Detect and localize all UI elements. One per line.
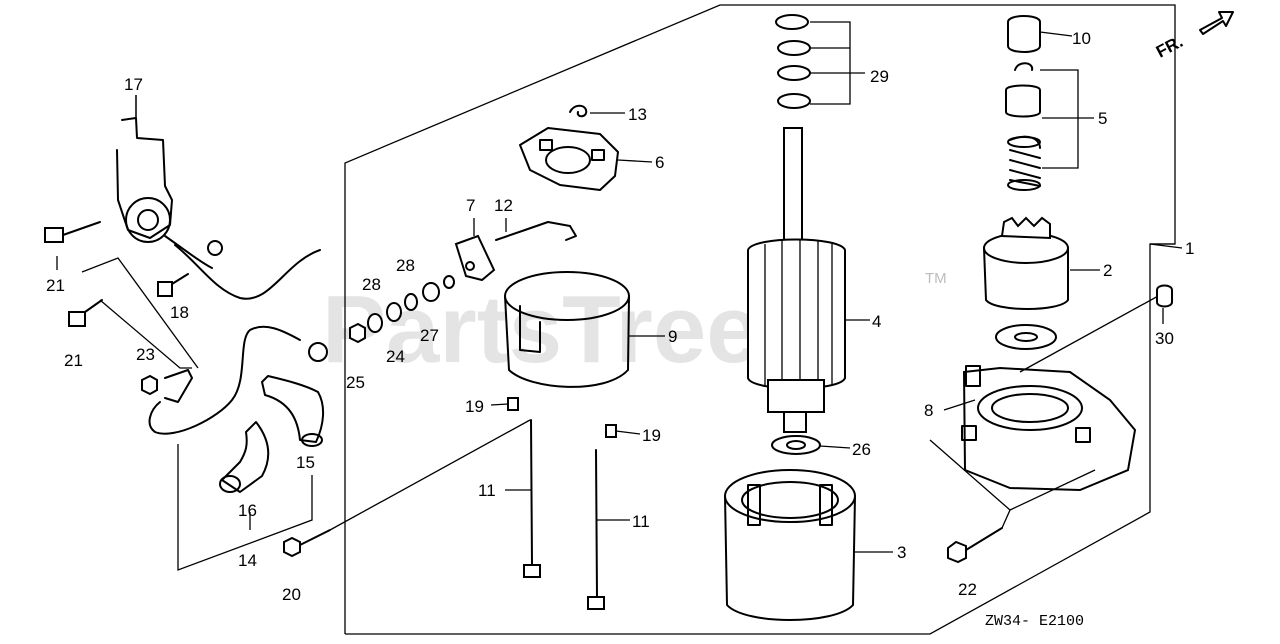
callout-19-left[interactable]: 19 (465, 397, 484, 416)
part-22-bolt[interactable] (947, 527, 1003, 564)
callout-5[interactable]: 5 (1098, 109, 1107, 128)
callout-6[interactable]: 6 (655, 153, 664, 172)
part-10-cap[interactable] (1007, 15, 1041, 53)
diagram-code: ZW34- E2100 (985, 613, 1084, 630)
part-3-yoke[interactable] (724, 469, 856, 621)
front-direction-arrow: FR. (1153, 11, 1234, 62)
part-19-screw-right[interactable] (605, 424, 617, 438)
callout-9[interactable]: 9 (668, 327, 677, 346)
part-21-bolt-lower[interactable] (68, 299, 103, 327)
part-18-bolt[interactable] (157, 273, 189, 297)
part-28-washer-a[interactable] (367, 313, 383, 333)
callout-21-lower[interactable]: 21 (64, 351, 83, 370)
callout-12[interactable]: 12 (494, 196, 513, 215)
callout-28-a[interactable]: 28 (362, 275, 381, 294)
callout-13[interactable]: 13 (628, 105, 647, 124)
part-19-screw-left[interactable] (507, 397, 519, 411)
callout-11-right[interactable]: 11 (632, 512, 650, 531)
fr-label: FR. (1153, 32, 1186, 62)
part-8-front-housing[interactable] (961, 365, 1137, 492)
part-24-washer[interactable] (386, 302, 402, 322)
callout-28-b[interactable]: 28 (396, 256, 415, 275)
callout-29[interactable]: 29 (870, 67, 889, 86)
part-25-nut[interactable] (349, 322, 366, 344)
callout-3[interactable]: 3 (897, 543, 906, 562)
callout-14[interactable]: 14 (238, 551, 257, 570)
part-15-boot[interactable] (261, 375, 324, 447)
part-27-washer[interactable] (422, 275, 455, 302)
callout-15[interactable]: 15 (296, 453, 315, 472)
callout-25[interactable]: 25 (346, 373, 365, 392)
part-11-through-bolt-right[interactable] (587, 449, 605, 610)
callout-17[interactable]: 17 (124, 75, 143, 94)
callout-20[interactable]: 20 (282, 585, 301, 604)
part-thrust-washer[interactable] (995, 324, 1057, 350)
callout-18[interactable]: 18 (170, 303, 189, 322)
part-20-bolt[interactable] (283, 529, 331, 558)
part-6-brush-holder[interactable] (519, 127, 619, 191)
part-21-bolt-upper[interactable] (44, 221, 101, 270)
part-5-stopper-set[interactable] (1005, 62, 1041, 191)
part-12-bolt[interactable] (495, 221, 577, 241)
part-28-washer-b[interactable] (404, 293, 418, 311)
callout-2[interactable]: 2 (1103, 261, 1112, 280)
callout-27[interactable]: 27 (420, 326, 439, 345)
part-7-terminal[interactable] (454, 234, 496, 282)
part-13-clip[interactable] (569, 104, 588, 118)
part-11-through-bolt-left[interactable] (523, 419, 541, 578)
part-4-armature[interactable] (747, 127, 846, 433)
callout-24[interactable]: 24 (386, 347, 405, 366)
callout-10[interactable]: 10 (1072, 29, 1091, 48)
callout-22[interactable]: 22 (958, 580, 977, 599)
part-2-pinion-gear[interactable] (983, 216, 1069, 310)
part-14-cable[interactable] (148, 325, 328, 571)
part-30-dowel-pin[interactable] (1156, 284, 1173, 308)
callout-7[interactable]: 7 (466, 196, 475, 215)
callout-23[interactable]: 23 (136, 345, 155, 364)
callout-8[interactable]: 8 (924, 401, 933, 420)
callout-1[interactable]: 1 (1185, 239, 1194, 258)
callout-4[interactable]: 4 (872, 312, 881, 331)
callout-26[interactable]: 26 (852, 440, 871, 459)
callout-30[interactable]: 30 (1155, 329, 1174, 348)
callout-11-left[interactable]: 11 (478, 481, 496, 500)
watermark-trademark: TM (925, 270, 947, 287)
callout-19-right[interactable]: 19 (642, 426, 661, 445)
part-23-nut[interactable] (141, 369, 193, 403)
part-29-seal-rings[interactable] (775, 14, 811, 109)
part-17-solenoid-bracket[interactable] (116, 95, 321, 300)
part-26-washer[interactable] (771, 435, 821, 455)
callout-16[interactable]: 16 (238, 501, 257, 520)
part-16-boot[interactable] (219, 421, 270, 493)
callout-21-upper[interactable]: 21 (46, 276, 65, 295)
part-9-yoke-ring[interactable] (504, 271, 630, 388)
